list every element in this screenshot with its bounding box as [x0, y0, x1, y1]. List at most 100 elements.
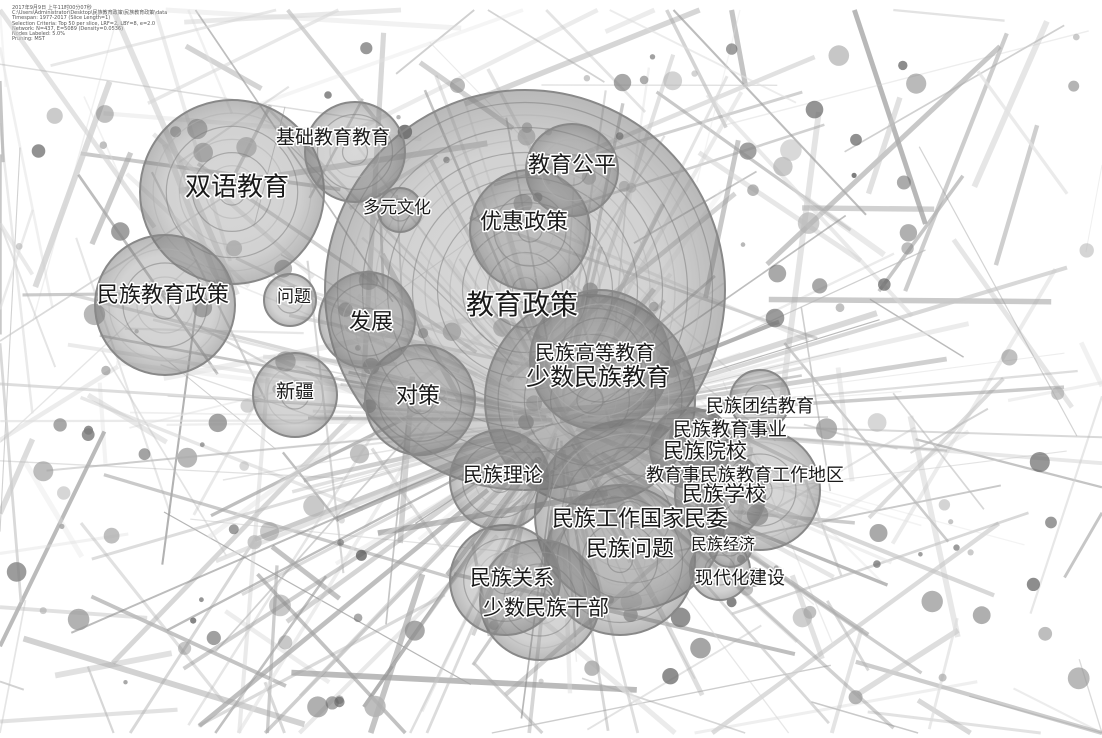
minor-node	[690, 637, 711, 659]
link	[0, 122, 34, 414]
metadata-block: 2017年9月9日 上午11时00分07秒 C:\Users\Administr…	[12, 5, 167, 42]
minor-node	[96, 105, 114, 123]
link	[916, 698, 972, 736]
link	[910, 407, 989, 454]
keyword-node	[263, 273, 317, 327]
minor-node	[649, 54, 656, 60]
minor-node	[99, 141, 108, 149]
minor-node	[1051, 386, 1065, 400]
keyword-label-k21: 民族问题	[586, 537, 674, 562]
minor-node	[953, 544, 960, 551]
link	[993, 124, 1040, 266]
link	[395, 9, 475, 75]
link	[661, 321, 970, 395]
minor-node	[691, 70, 698, 77]
link	[729, 9, 749, 87]
link	[802, 205, 935, 212]
link	[22, 635, 306, 728]
link	[545, 9, 647, 113]
link	[187, 9, 234, 114]
link	[835, 367, 855, 482]
keyword-node	[707, 522, 753, 568]
minor-node	[918, 552, 923, 557]
minor-node	[303, 495, 325, 517]
minor-node	[812, 278, 828, 294]
minor-node	[1001, 349, 1018, 366]
minor-node	[33, 461, 54, 482]
link	[869, 298, 964, 358]
keyword-node	[529, 289, 671, 431]
keyword-label-k2: 双语教育	[185, 173, 289, 203]
link	[214, 575, 328, 734]
major-node-layer	[94, 89, 821, 661]
minor-node	[797, 212, 820, 234]
minor-node	[584, 660, 600, 676]
minor-node	[972, 606, 991, 625]
keyword-label-k20: 民族工作国家民委	[552, 507, 728, 532]
link	[163, 511, 471, 686]
keyword-label-k6: 民族教育政策	[97, 283, 229, 308]
link	[50, 8, 277, 67]
link	[352, 7, 599, 134]
link	[370, 447, 445, 551]
minor-node	[206, 630, 221, 646]
minor-node	[538, 678, 544, 684]
link	[241, 504, 413, 597]
minor-node	[46, 107, 63, 124]
link	[969, 695, 1102, 734]
minor-node	[639, 75, 649, 85]
minor-node	[338, 517, 345, 524]
link	[665, 9, 728, 129]
keyword-label-k16: 民族院校	[663, 439, 747, 463]
minor-node	[878, 278, 891, 291]
keyword-label-k5: 优惠政策	[480, 210, 568, 235]
minor-node	[123, 680, 128, 685]
minor-node	[1073, 33, 1080, 41]
minor-node	[899, 224, 918, 242]
keyword-label-k18: 教育事民族教育工作地区	[646, 465, 844, 486]
link	[90, 594, 287, 688]
minor-node	[199, 442, 205, 448]
minor-node	[740, 242, 746, 247]
link	[1029, 395, 1102, 614]
minor-node	[260, 522, 279, 541]
link	[128, 535, 258, 734]
keyword-label-k8: 教育政策	[466, 288, 578, 321]
minor-node	[15, 243, 23, 250]
link	[768, 296, 1052, 305]
minor-node	[583, 75, 591, 82]
minor-node	[726, 43, 738, 55]
minor-node	[670, 607, 691, 628]
minor-node	[848, 690, 863, 705]
link	[800, 307, 832, 492]
link	[0, 63, 375, 122]
link	[20, 456, 85, 559]
keyword-label-k14: 民族团结教育	[706, 396, 814, 417]
link	[83, 96, 125, 185]
link	[852, 9, 928, 225]
link	[86, 666, 115, 734]
minor-node	[835, 303, 845, 313]
minor-node	[360, 42, 373, 55]
link	[0, 209, 34, 310]
keyword-label-k22: 民族经济	[691, 535, 755, 554]
minor-node	[780, 139, 802, 161]
keyword-node	[729, 369, 791, 431]
label-layer: 基础教育教育双语教育教育公平多元文化优惠政策民族教育政策问题教育政策发展民族高等…	[95, 125, 845, 622]
link	[250, 8, 524, 109]
keyword-node	[364, 344, 476, 456]
keyword-label-k25: 少数民族干部	[483, 596, 609, 620]
minor-node	[747, 184, 759, 196]
link	[236, 416, 436, 734]
link	[472, 661, 544, 735]
minor-node	[334, 696, 345, 708]
link	[681, 310, 878, 378]
minor-node	[662, 668, 679, 685]
link	[694, 680, 978, 735]
link	[976, 70, 1069, 195]
link	[487, 9, 605, 83]
link	[877, 174, 965, 293]
link	[86, 392, 168, 445]
keyword-label-k19: 民族学校	[682, 482, 766, 506]
keyword-label-k23: 民族关系	[470, 566, 554, 590]
